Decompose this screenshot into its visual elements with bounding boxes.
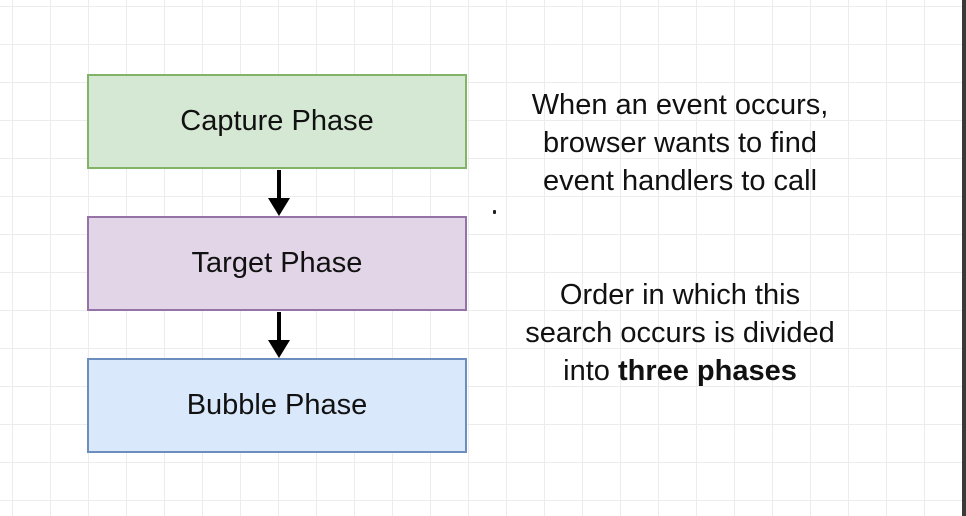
phases-description-text: Order in which this search occurs is div… [515,276,845,390]
down-arrow-icon [268,312,290,358]
capture-phase-label: Capture Phase [180,105,374,137]
down-arrow-icon [268,170,290,216]
bubble-phase-box: Bubble Phase [87,358,467,453]
phases-description-bold: three phases [617,355,797,387]
bubble-phase-label: Bubble Phase [186,389,368,421]
target-phase-label: Target Phase [191,247,363,279]
cursor-dot [493,210,496,214]
event-description-text: When an event occurs, browser wants to f… [531,89,829,197]
target-phase-box: Target Phase [87,216,467,311]
window-edge [962,0,966,516]
capture-phase-box: Capture Phase [87,74,467,169]
phases-description-plain: Order in which this search occurs is div… [525,279,835,387]
